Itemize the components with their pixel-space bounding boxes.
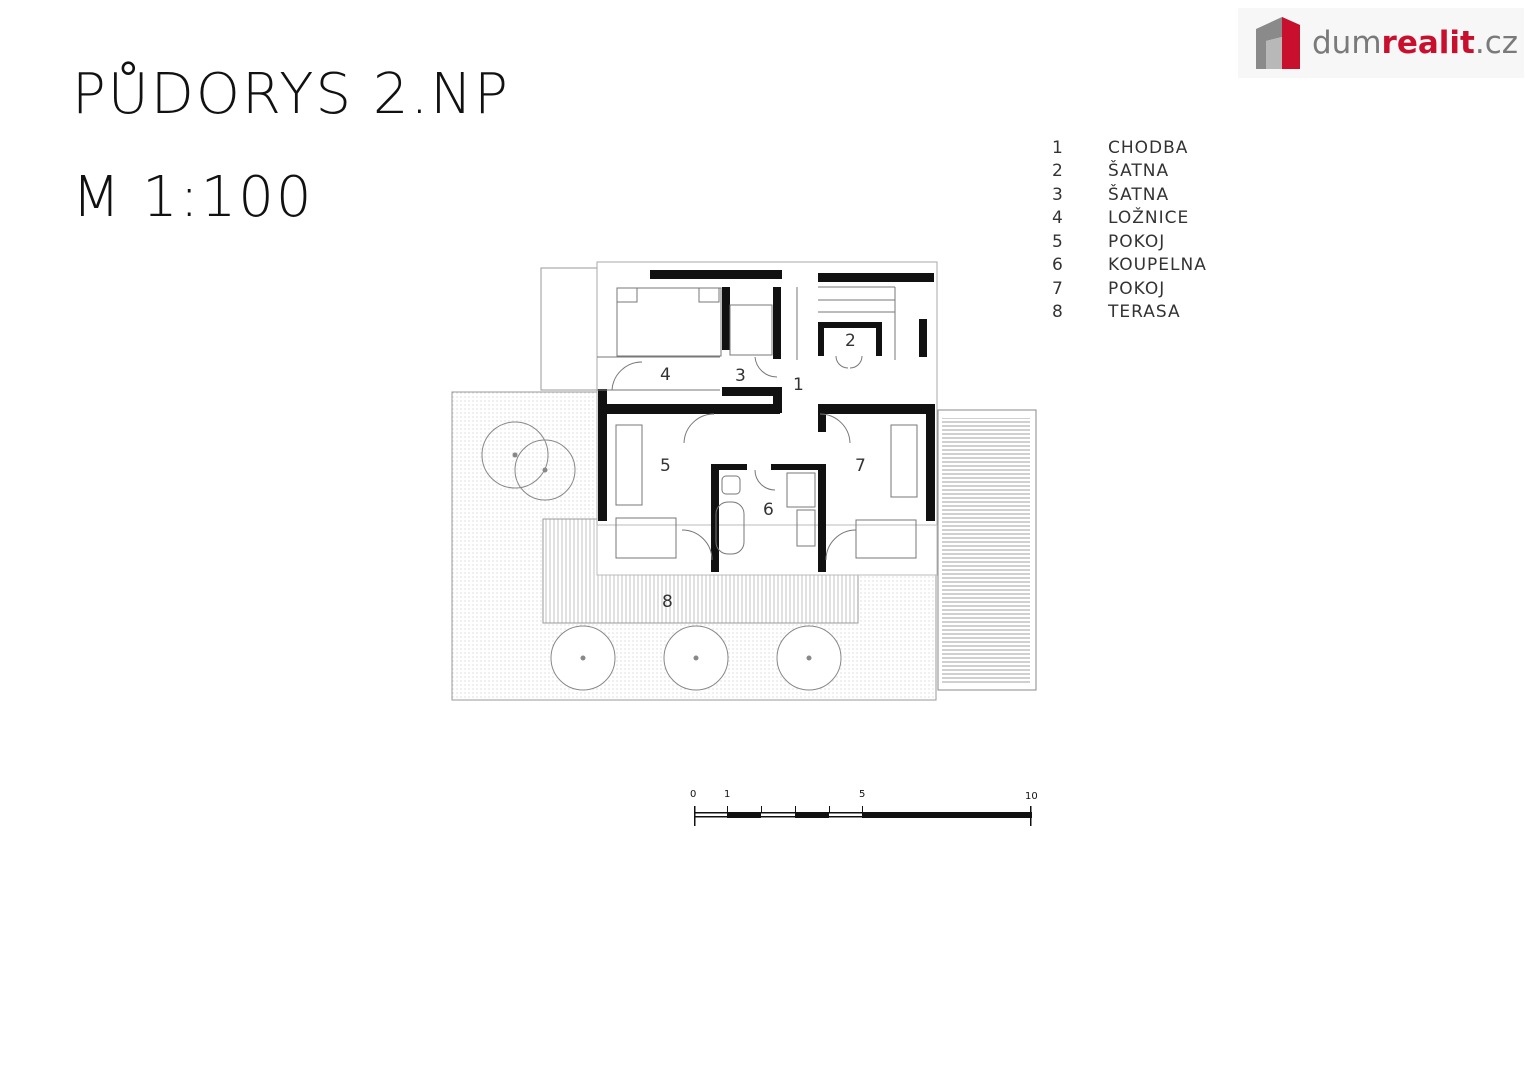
logo-text-dum: dum — [1312, 25, 1382, 61]
legend-item: 5 POKOJ — [1052, 230, 1292, 254]
scale-bar: 0 1 5 10 — [690, 789, 1038, 826]
legend-room-name: CHODBA — [1108, 137, 1189, 158]
logo[interactable]: dumrealit.cz — [1238, 8, 1524, 78]
south-terrace-edge — [596, 524, 938, 576]
legend-number: 4 — [1052, 208, 1064, 229]
house-floor — [597, 270, 937, 575]
room-label-7: 7 — [855, 456, 866, 476]
scale-tick-5: 5 — [859, 789, 865, 800]
legend-item: 4 LOŽNICE — [1052, 207, 1292, 231]
logo-text-realit: realit — [1381, 25, 1475, 61]
room-label-5: 5 — [660, 456, 671, 476]
legend-number: 8 — [1052, 302, 1064, 323]
room-label-2: 2 — [845, 331, 856, 351]
furniture-and-fixtures — [597, 286, 918, 561]
legend-room-name: POKOJ — [1108, 278, 1166, 299]
page-title: PŮDORYS 2.NP — [72, 62, 510, 127]
scale-title: M 1:100 — [72, 165, 314, 230]
legend-number: 6 — [1052, 255, 1064, 276]
legend-room-name: ŠATNA — [1108, 184, 1170, 205]
legend-room-name: POKOJ — [1108, 231, 1166, 252]
legend-item: 3 ŠATNA — [1052, 183, 1292, 207]
legend-item: 2 ŠATNA — [1052, 160, 1292, 184]
scale-tick-0: 0 — [690, 789, 696, 800]
pergola-slats — [942, 418, 1030, 684]
legend-item: 8 TERASA — [1052, 301, 1292, 325]
logo-text: dumrealit.cz — [1312, 25, 1518, 61]
room-label-4: 4 — [660, 365, 671, 385]
legend-room-name: LOŽNICE — [1108, 208, 1190, 229]
house-logo-icon — [1256, 17, 1300, 69]
scale-tick-1: 1 — [724, 789, 730, 800]
room-label-6: 6 — [763, 500, 774, 520]
logo-text-cz: .cz — [1474, 25, 1519, 61]
trees — [481, 421, 842, 691]
room-label-8: 8 — [662, 592, 673, 612]
legend-room-name: ŠATNA — [1108, 161, 1170, 182]
room-labels: 1 2 3 4 5 6 7 8 — [660, 331, 866, 612]
room-label-1: 1 — [793, 375, 804, 395]
legend-item: 1 CHODBA — [1052, 136, 1292, 160]
legend-room-name: KOUPELNA — [1108, 255, 1207, 276]
legend-number: 5 — [1052, 231, 1064, 252]
legend-item: 7 POKOJ — [1052, 277, 1292, 301]
legend-item: 6 KOUPELNA — [1052, 254, 1292, 278]
load-bearing-walls — [598, 270, 935, 572]
legend-number: 2 — [1052, 161, 1064, 182]
legend-number: 3 — [1052, 184, 1064, 205]
scale-tick-10: 10 — [1025, 791, 1038, 802]
legend-number: 1 — [1052, 137, 1064, 158]
legend-number: 7 — [1052, 278, 1064, 299]
room-label-3: 3 — [735, 366, 746, 386]
balcony-north — [540, 267, 598, 391]
legend-room-name: TERASA — [1108, 302, 1181, 323]
